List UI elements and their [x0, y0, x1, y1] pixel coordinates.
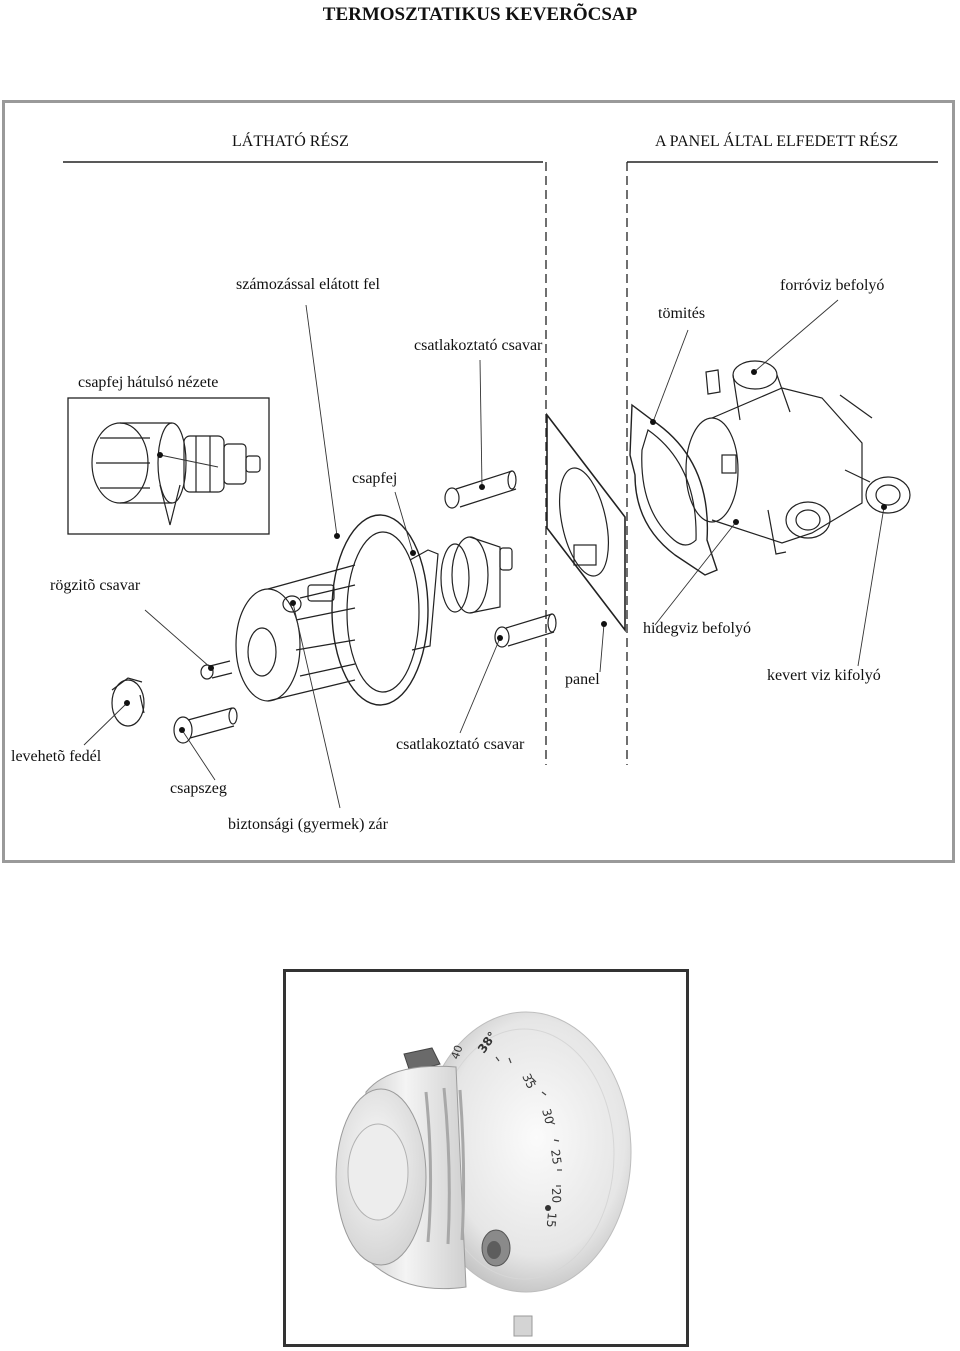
product-photo-frame: 40 38° 35 30 25 20 15 — [283, 969, 689, 1347]
connecting-screw-bottom-drawing — [494, 613, 557, 648]
exploded-diagram-frame — [2, 100, 955, 863]
label-head-back-view: csapfej hátulsó nézete — [78, 374, 219, 391]
section-visible-label: LÁTHATÓ RÉSZ — [232, 133, 349, 150]
panel-plate-drawing — [546, 412, 626, 633]
section-hidden-label: A PANEL ÁLTAL ELFEDETT RÉSZ — [655, 133, 899, 150]
label-connecting-screw-bottom: csatlakoztató csavar — [396, 736, 525, 753]
label-mixed-outlet: kevert viz kifolyó — [767, 667, 881, 684]
label-cold-inlet: hidegviz befolyó — [643, 620, 751, 637]
exploded-diagram-drawing — [63, 161, 938, 809]
thermostat-knob-photo: 40 38° 35 30 25 20 15 — [335, 1011, 632, 1337]
label-fixing-screw: rögzitõ csavar — [50, 577, 141, 594]
gasket-drawing — [629, 403, 718, 576]
dial-mark-30: 30 — [539, 1107, 556, 1125]
label-head: csapfej — [352, 470, 398, 487]
valve-body-drawing — [685, 360, 911, 555]
label-hot-inlet: forróviz befolyó — [780, 277, 885, 294]
label-numbered-part: számozással elátott fel — [236, 276, 380, 293]
dial-mark-25: 25 — [548, 1148, 564, 1165]
connecting-screw-top-drawing — [444, 470, 517, 509]
head-rear-view-drawing — [91, 422, 261, 526]
dial-mark-35: 35 — [519, 1071, 538, 1091]
pin-drawing — [173, 707, 238, 744]
dial-mark-40: 40 — [449, 1043, 466, 1061]
document-title: TERMOSZTATIKUS KEVERÕCSAP — [322, 4, 638, 25]
label-pin: csapszeg — [170, 780, 227, 797]
label-gasket: tömités — [658, 305, 706, 322]
dial-mark-15: 15 — [544, 1212, 559, 1228]
callout-dots — [124, 369, 887, 733]
thermostatic-head-drawing — [235, 514, 513, 706]
leader-lines — [83, 299, 885, 809]
dial-mark-20: 20 — [549, 1188, 564, 1204]
removable-cover-drawing — [111, 677, 145, 727]
label-child-lock: biztonsági (gyermek) zár — [228, 816, 388, 833]
label-connecting-screw-top: csatlakoztató csavar — [414, 337, 543, 354]
label-removable-cover: levehetõ fedél — [11, 748, 102, 765]
label-panel: panel — [565, 671, 600, 688]
